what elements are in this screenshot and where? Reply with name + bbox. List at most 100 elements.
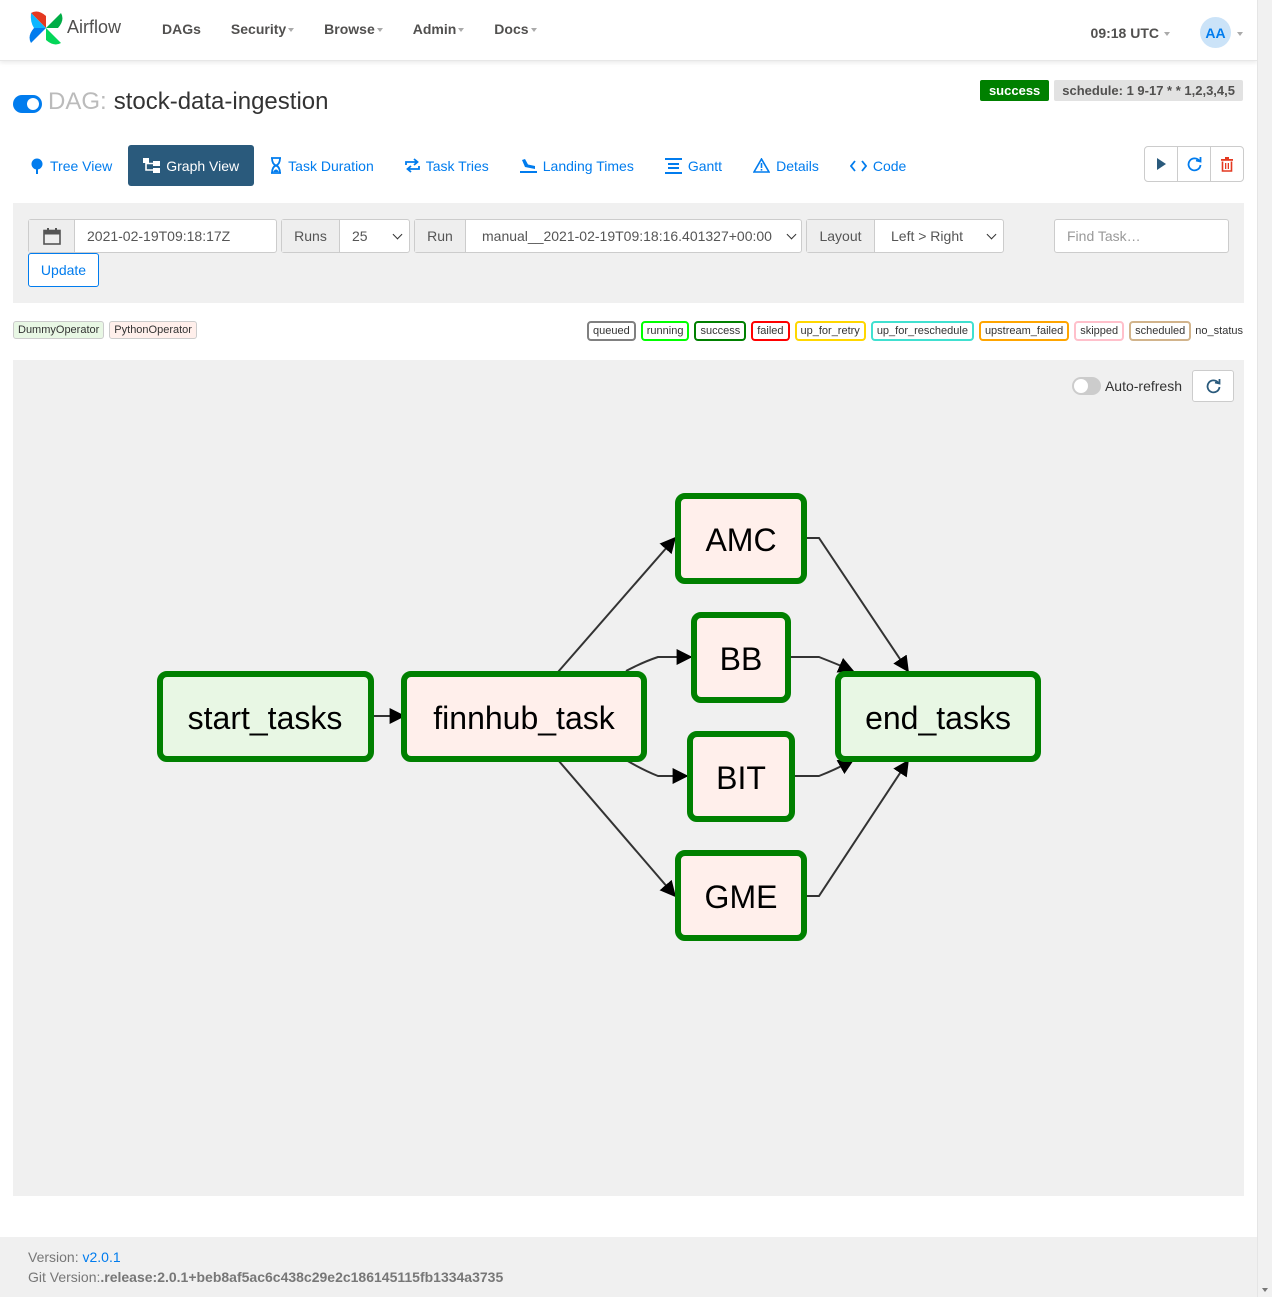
nav-admin-label: Admin [412, 21, 457, 37]
refresh-dag-button[interactable] [1178, 147, 1211, 181]
brand-name: Airflow [67, 17, 122, 37]
base-date-input[interactable]: 2021-02-19T09:18:17Z [87, 228, 231, 244]
task-label: AMC [705, 522, 776, 558]
tab-graph-view[interactable]: Graph View [128, 145, 255, 186]
task-label: start_tasks [188, 700, 343, 736]
version-label: Version: [28, 1249, 79, 1265]
play-icon [1157, 158, 1166, 170]
tab-label: Code [872, 157, 907, 174]
hourglass-icon [271, 157, 282, 174]
tab-label: Graph View [166, 157, 240, 174]
filter-bar: 2021-02-19T09:18:17Z Runs 25 Run manual_… [13, 203, 1244, 303]
graph-refresh-button[interactable] [1192, 370, 1234, 402]
task-label: finnhub_task [433, 700, 615, 736]
warning-icon [753, 158, 771, 173]
legend-state-upstream-failed[interactable]: upstream_failed [978, 321, 1070, 341]
legend-state-skipped[interactable]: skipped [1074, 321, 1125, 341]
tab-label: Details [776, 157, 819, 174]
state-legend: queued running success failed up_for_ret… [582, 321, 1243, 341]
nav-docs-label: Docs [494, 21, 529, 37]
legend-state-success[interactable]: success [694, 321, 747, 341]
layout-group: Layout Left > Right [806, 219, 1004, 253]
refresh-icon [1187, 156, 1201, 171]
task-node-BB[interactable]: BB [691, 612, 791, 703]
version-link[interactable]: v2.0.1 [82, 1249, 121, 1265]
calendar-button[interactable] [29, 220, 75, 252]
task-node-finnhub_task[interactable]: finnhub_task [401, 671, 647, 762]
tab-gantt[interactable]: Gantt [650, 145, 737, 186]
layout-select[interactable]: Left > Right [875, 220, 1003, 252]
utc-clock[interactable]: 09:18 UTC [1091, 25, 1170, 41]
auto-refresh-switch[interactable] [1071, 377, 1101, 395]
dag-pause-toggle[interactable] [13, 95, 42, 113]
graph-panel: Auto-refresh start_tasks [13, 360, 1244, 1196]
tab-tree-view[interactable]: Tree View [15, 145, 127, 186]
layout-value: Left > Right [891, 228, 963, 244]
chevron-down-icon [376, 28, 383, 32]
chevron-down-icon [1237, 31, 1243, 36]
scroll-down-arrow-icon[interactable] [1262, 1288, 1268, 1292]
tab-label: Task Tries [425, 157, 489, 174]
task-label: GME [705, 879, 778, 915]
run-value: manual__2021-02-19T09:18:16.401327+00:00 [482, 228, 772, 244]
runs-group: Runs 25 [281, 219, 410, 253]
graph-icon [143, 158, 161, 173]
user-menu[interactable]: AA [1200, 17, 1243, 48]
nav-dags[interactable]: DAGs [162, 21, 201, 37]
tab-code[interactable]: Code [835, 145, 921, 186]
legend-state-queued[interactable]: queued [587, 321, 636, 341]
task-label: BB [720, 641, 763, 677]
brand-link[interactable]: Airflow [28, 10, 121, 46]
edge-BB-end_tasks [789, 656, 855, 673]
tab-label: Gantt [687, 157, 723, 174]
nav-dags-label: DAGs [162, 21, 201, 37]
legend-dummy-operator[interactable]: DummyOperator [13, 321, 105, 339]
legend-state-no-status[interactable]: no_status [1195, 325, 1243, 337]
tab-landing-times[interactable]: Landing Times [505, 145, 649, 186]
chevron-down-icon [392, 229, 403, 239]
nav-docs[interactable]: Docs [494, 21, 537, 37]
task-node-BIT[interactable]: BIT [687, 731, 795, 822]
runs-select[interactable]: 25 [340, 220, 409, 252]
task-label: BIT [716, 760, 766, 796]
edge-finnhub_task-GME [557, 759, 677, 898]
nav-security[interactable]: Security [230, 21, 295, 37]
task-node-AMC[interactable]: AMC [675, 493, 807, 584]
find-task-input[interactable]: Find Task… [1054, 219, 1229, 253]
tab-task-duration[interactable]: Task Duration [255, 145, 389, 186]
delete-dag-button[interactable] [1211, 147, 1243, 181]
auto-refresh-label: Auto-refresh [1104, 378, 1182, 394]
dag-header: DAG: stock-data-ingestion [13, 88, 328, 116]
legend-state-failed[interactable]: failed [751, 321, 790, 341]
runs-value: 25 [352, 228, 368, 244]
tab-details[interactable]: Details [738, 145, 834, 186]
legend-state-running[interactable]: running [640, 321, 690, 341]
task-node-start_tasks[interactable]: start_tasks [157, 671, 374, 762]
retry-icon [404, 158, 420, 173]
gantt-icon [664, 157, 682, 174]
page-scrollbar[interactable] [1257, 0, 1272, 1297]
calendar-icon [42, 227, 61, 245]
run-group: Run manual__2021-02-19T09:18:16.401327+0… [414, 219, 802, 253]
top-navbar: Airflow DAGs Security Browse Admin Docs … [0, 0, 1257, 61]
dag-graph: start_tasks finnhub_task AMC BB BIT GME [157, 493, 1041, 941]
task-node-GME[interactable]: GME [675, 850, 807, 941]
nav-browse[interactable]: Browse [324, 21, 383, 37]
trigger-dag-button[interactable] [1145, 147, 1178, 181]
chevron-down-icon [458, 28, 465, 32]
legend-python-operator[interactable]: PythonOperator [109, 321, 197, 339]
operator-legend: DummyOperator PythonOperator [13, 321, 202, 339]
landing-icon [519, 159, 537, 173]
nav-admin[interactable]: Admin [413, 21, 465, 37]
chevron-down-icon [530, 28, 537, 32]
run-select[interactable]: manual__2021-02-19T09:18:16.401327+00:00 [466, 220, 801, 252]
task-node-end_tasks[interactable]: end_tasks [835, 671, 1041, 762]
legend-state-up-for-reschedule[interactable]: up_for_reschedule [870, 321, 974, 341]
auto-refresh-toggle[interactable]: Auto-refresh [1071, 377, 1182, 395]
legend-state-scheduled[interactable]: scheduled [1129, 321, 1192, 341]
update-button[interactable]: Update [28, 253, 99, 287]
legend-state-up-for-retry[interactable]: up_for_retry [794, 321, 866, 341]
tab-task-tries[interactable]: Task Tries [390, 145, 504, 186]
graph-edges [372, 536, 909, 898]
nav-security-label: Security [230, 21, 287, 37]
